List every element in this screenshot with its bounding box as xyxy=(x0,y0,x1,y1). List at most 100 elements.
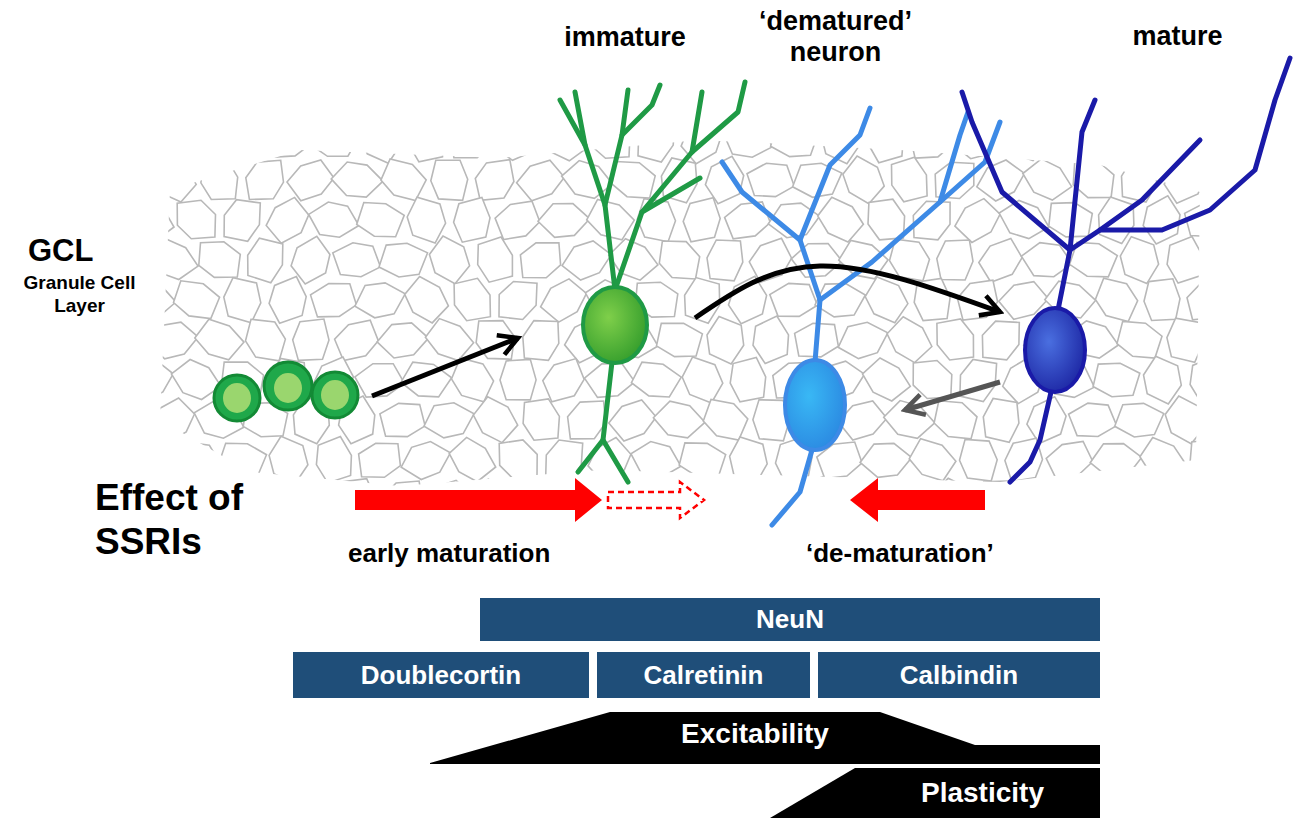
granule-cell xyxy=(174,281,220,319)
granule-cell xyxy=(405,277,449,323)
granule-cell xyxy=(588,438,631,484)
granule-cell xyxy=(1098,119,1135,160)
granule-cell xyxy=(177,200,215,238)
granule-cell xyxy=(1232,363,1275,397)
mature-soma xyxy=(1025,308,1085,392)
granule-cell xyxy=(562,161,613,199)
granule-cell xyxy=(682,357,723,403)
granule-cell xyxy=(868,117,903,163)
granule-cell xyxy=(860,443,912,477)
granule-cell xyxy=(631,442,681,478)
granule-cell xyxy=(126,360,173,402)
granule-cell xyxy=(685,278,720,324)
granule-cell xyxy=(1143,196,1180,244)
granule-cell xyxy=(355,283,405,318)
granule-cell xyxy=(266,197,309,243)
granule-cell xyxy=(863,358,911,401)
granule-cell xyxy=(128,438,170,483)
ssri-dematuration-arrow xyxy=(850,478,985,522)
granule-cell xyxy=(201,160,238,200)
granule-cell xyxy=(1115,403,1164,437)
effect-label: ‘de-maturation’ xyxy=(806,538,1046,569)
granule-cell xyxy=(1071,478,1114,522)
granule-cell xyxy=(408,117,443,162)
immature-neuron-dendrites xyxy=(560,82,745,482)
granule-cell xyxy=(957,280,997,320)
granule-cell xyxy=(240,482,291,517)
gradient-wedge: Excitability xyxy=(430,710,1100,764)
granule-cell xyxy=(224,278,261,323)
granule-cell xyxy=(1023,159,1072,200)
granule-cell xyxy=(1259,479,1296,520)
granule-cell xyxy=(248,238,283,283)
granule-cell xyxy=(293,319,329,360)
granule-cell xyxy=(892,157,928,202)
granule-cell xyxy=(655,483,703,517)
granule-cell xyxy=(151,157,196,202)
granule-cell xyxy=(1190,439,1227,480)
granule-cell xyxy=(955,199,1000,243)
granule-cell xyxy=(730,357,766,402)
granule-cell xyxy=(357,203,405,237)
granule-cell xyxy=(546,440,583,481)
granule-cell xyxy=(335,320,379,360)
granule-cell xyxy=(752,476,791,524)
granule-cell xyxy=(218,443,266,476)
neuron-label: mature xyxy=(1115,21,1240,52)
granule-cell xyxy=(568,401,606,439)
granule-cell xyxy=(1122,159,1157,202)
ssri-maturation-arrow xyxy=(355,478,602,522)
granule-cell xyxy=(478,237,513,282)
granule-cell xyxy=(937,319,974,360)
granule-cell xyxy=(493,121,542,161)
granule-cell xyxy=(609,400,656,441)
granule-cell xyxy=(723,122,772,157)
wedge-fill xyxy=(770,768,1100,818)
granule-cell xyxy=(1231,119,1279,161)
granule-cell xyxy=(960,439,998,481)
granule-cell xyxy=(171,443,221,477)
granule-cell xyxy=(309,123,359,156)
granule-cell xyxy=(147,322,198,359)
granule-cell xyxy=(753,316,789,364)
granule-cell xyxy=(290,478,333,522)
granule-cell xyxy=(1117,321,1162,358)
granule-cell xyxy=(224,200,260,242)
granule-cell xyxy=(129,119,172,162)
granule-cell xyxy=(1214,397,1249,442)
property-label: Plasticity xyxy=(870,777,1095,809)
granule-cell xyxy=(148,239,198,279)
granule-cell xyxy=(401,442,450,480)
granule-cell xyxy=(269,277,306,324)
granule-cell xyxy=(913,361,952,399)
granule-cell xyxy=(1229,281,1279,319)
marker-bar: Calretinin xyxy=(597,652,810,698)
dematured-neuron-dendrites xyxy=(722,108,1000,525)
granule-cell xyxy=(424,403,474,438)
granule-cell xyxy=(495,201,540,239)
granule-cell xyxy=(1113,483,1164,516)
granule-cell xyxy=(818,197,864,242)
granule-cell xyxy=(707,240,743,281)
granule-cell xyxy=(331,162,383,197)
granule-cell xyxy=(1252,162,1300,196)
effect-label: early maturation xyxy=(348,538,608,569)
granule-cell xyxy=(770,283,818,316)
granule-cell xyxy=(311,284,357,317)
granule-cell xyxy=(843,156,884,204)
granule-cell xyxy=(1212,318,1250,363)
granule-cell xyxy=(983,399,1019,443)
neuron-node: mature xyxy=(1000,15,1245,395)
granule-cell xyxy=(499,282,537,320)
granule-cell xyxy=(454,278,490,320)
granule-cell xyxy=(379,243,428,277)
granule-cell xyxy=(729,276,767,324)
dematured-soma xyxy=(785,360,845,450)
neuron-node: immature xyxy=(555,18,695,363)
granule-cell xyxy=(914,279,950,321)
granule-cell xyxy=(653,401,705,438)
granule-cell xyxy=(380,403,425,436)
granule-cell xyxy=(1235,442,1272,480)
